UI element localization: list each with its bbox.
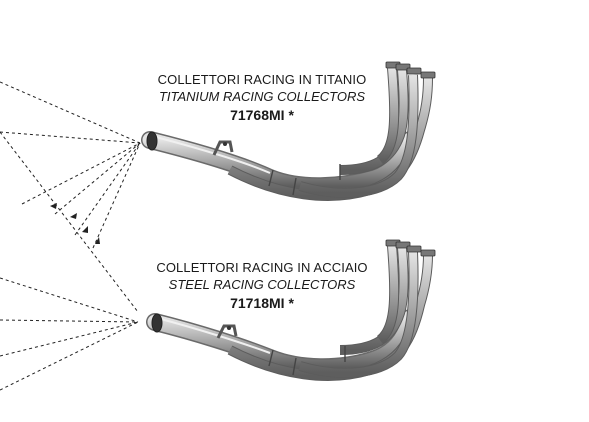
product-name-italian: COLLETTORI RACING IN ACCIAIO [156,260,368,275]
product-label-steel: COLLETTORI RACING IN ACCIAIO STEEL RACIN… [132,259,392,313]
product-label-titanium: COLLETTORI RACING IN TITANIO TITANIUM RA… [132,71,392,125]
arrowheads-titanium [50,203,100,244]
leader-lines-steel [0,277,139,391]
titanium-collector-illustration [141,61,436,201]
product-name-english: STEEL RACING COLLECTORS [168,277,356,292]
leader-lines-titanium [0,81,141,313]
product-name-english: TITANIUM RACING COLLECTORS [158,89,366,104]
product-code: 71768MI * [230,107,294,123]
product-code: 71718MI * [230,295,294,311]
product-name-italian: COLLETTORI RACING IN TITANIO [157,72,367,87]
steel-collector-illustration [146,239,436,381]
